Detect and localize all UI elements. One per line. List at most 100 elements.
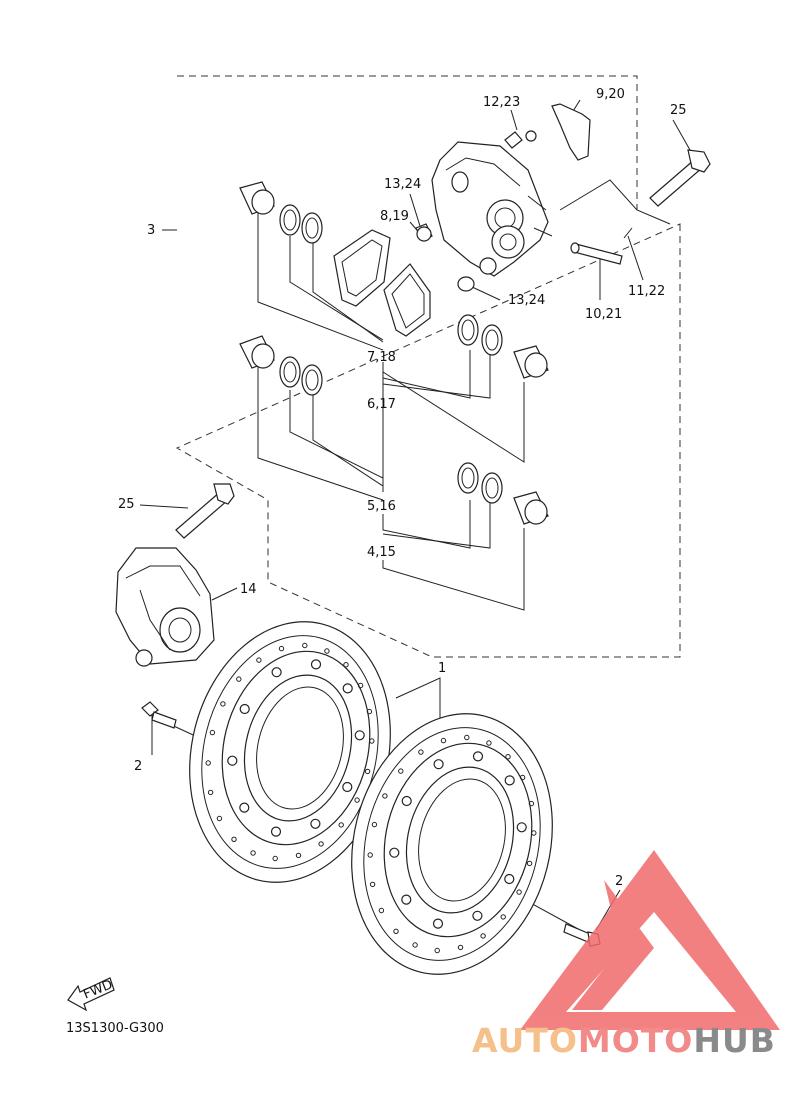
disc-button [227,755,238,766]
disc-button [401,795,412,807]
disc-button [504,873,515,885]
caliper-body-top [431,141,553,277]
brake-disc-right [351,713,553,975]
disc-button [310,659,322,670]
disc-hole [526,860,533,867]
disc-hole [519,774,526,781]
watermark-part-auto: AUTO [472,1021,578,1060]
disc-hole [216,815,223,822]
callout-7-18: 7,18 [367,350,396,365]
disc-hole [207,789,214,796]
callout-25-left: 25 [118,497,135,512]
disc-hole [369,738,375,744]
disc-hole [412,942,418,948]
disc-hole [516,889,522,895]
disc-hole [382,793,388,799]
piston-mid-left [239,335,275,369]
disc-button [239,802,250,813]
disc-hole [354,797,360,803]
bolt-25-left [175,483,235,539]
fwd-arrow-icon: FWD [67,977,115,1012]
callout-1: 1 [438,661,446,676]
brake-disc-left [189,621,391,883]
disc-hole [531,830,537,836]
disc-hole [272,855,278,862]
disc-hole [209,729,216,736]
callout-25-top: 25 [670,103,687,118]
piston-mid-right [513,345,549,379]
disc-button [401,894,412,905]
disc-hole [231,836,237,842]
callout-14: 14 [240,582,257,597]
disc-button [516,822,527,833]
disc-hole [464,734,470,741]
disc-hole [338,822,344,828]
seal-rings [279,204,503,504]
watermark-part-hub: HUB [693,1021,776,1060]
callout-2-right: 2 [615,874,623,889]
disc-button [433,759,444,770]
disc-hole [250,850,256,856]
callout-8-19: 8,19 [380,209,409,224]
disc-bolt-2-left [141,701,177,729]
disc-hole [371,821,378,828]
piston-bottom-right [513,491,549,525]
disc-hole [256,657,262,663]
disc-hole [480,933,486,939]
disc-hole [302,642,308,649]
disc-hole [205,760,211,766]
disc-hole [318,841,324,847]
disc-hole [343,662,349,668]
disc-hole [393,928,399,934]
disc-hole [364,768,371,775]
callout-13-24-top: 13,24 [384,177,421,192]
disc-button [472,751,484,762]
disc-hole [357,682,364,689]
callout-4-15: 4,15 [367,545,396,560]
callout-3: 3 [147,223,155,238]
disc-hole [324,648,330,654]
watermark-logo [520,850,780,1030]
disc-hole [367,852,373,858]
disc-button [432,918,444,929]
disc-button [354,730,365,741]
disc-button [310,818,321,829]
disc-button [271,667,282,678]
brake-pads [333,229,431,337]
callout-10-21: 10,21 [585,307,622,322]
disc-hole [398,768,404,774]
disc-hole [220,701,226,707]
caliper-left-14 [115,547,215,667]
disc-hole [486,740,492,746]
disc-hole [434,947,440,954]
callout-9-20: 9,20 [596,87,625,102]
watermark-text: AUTOMOTOHUB [472,1021,776,1060]
callout-5-16: 5,16 [367,499,396,514]
disc-button [504,775,515,786]
disc-button [472,910,483,921]
watermark-inner-triangle-icon [572,880,654,1010]
diagram-code: 13S1300-G300 [66,1021,164,1036]
callout-2-left: 2 [134,759,142,774]
callout-6-17: 6,17 [367,397,396,412]
disc-vent-holes [205,642,537,954]
callout-13-24-bottom: 13,24 [508,293,545,308]
disc-button [342,781,353,793]
disc-button [342,683,353,694]
disc-hole [528,800,535,807]
disc-hole [295,852,302,859]
disc-button [239,703,250,715]
disc-hole [440,737,447,744]
disc-hole [505,754,511,760]
disc-hole [378,907,385,914]
disc-hole [500,914,506,920]
disc-button [389,847,400,858]
disc-hole [236,676,242,682]
callout-11-22: 11,22 [628,284,665,299]
watermark-part-moto: MOTO [578,1021,693,1060]
fwd-label: FWD [81,977,115,1002]
small-parts-top [415,103,633,292]
bolt-25-top [649,149,711,207]
